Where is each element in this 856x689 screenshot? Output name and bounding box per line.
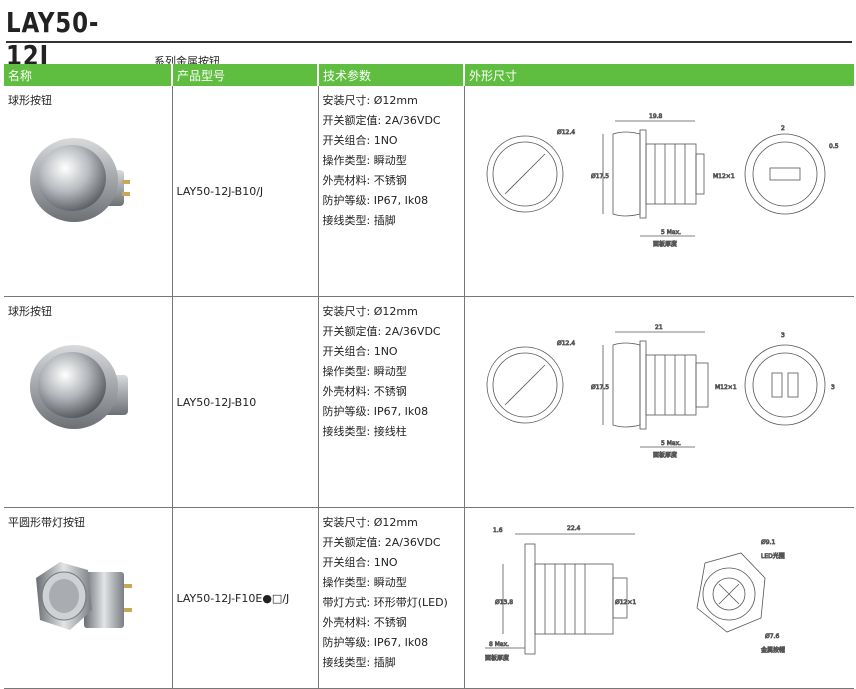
product-name-cell: 平圆形带灯按钮 [4,507,173,689]
dim-thread: Ø12×1 [615,599,636,606]
header-name: 名称 [4,64,173,86]
dim-length: 19.8 [649,113,663,120]
spec-line: 操作类型: 瞬动型 [322,576,407,589]
spec-line: 外壳材料: 不锈钢 [322,174,407,187]
spec-line: 防护等级: IP67, Ik08 [322,405,429,418]
dim-diameter: Ø12.4 [557,129,575,136]
panel-thickness: 面板厚度 [653,451,677,459]
spec-line: 接线类型: 插脚 [322,656,396,669]
dim-thread: M12×1 [715,384,737,391]
title-rule [6,41,852,43]
dim-terminal-width: 3 [781,332,785,339]
spec-line: 安装尺寸: Ø12mm [322,516,418,529]
dimension-drawing: 1.6 22.4 Ø13.8 Ø12×1 8 Max. 面板厚度 Ø9.1 LE… [484,525,785,663]
dim-flange: 1.6 [493,527,503,534]
spec-line: 防护等级: IP67, Ik08 [322,194,429,207]
spec-line: 开关额定值: 2A/36VDC [322,114,441,127]
dimension-drawing: Ø12.4 21 Ø17.5 M12×1 5 Max. 面板厚度 [486,324,835,459]
panel-thickness: 面板厚度 [485,654,509,662]
spec-line: 带灯方式: 环形带灯(LED) [322,596,448,609]
spec-line: 开关组合: 1NO [322,134,398,147]
dim-height: Ø17.5 [591,384,609,391]
dim-max: 5 Max. [661,229,681,236]
dim-length: 21 [655,324,663,331]
dim-length: 22.4 [567,525,581,532]
specs-cell: 安装尺寸: Ø12mm 开关额定值: 2A/36VDC 开关组合: 1NO 操作… [318,507,465,689]
dimension-drawing-cell: Ø12.4 21 Ø17.5 M12×1 5 Max. 面板厚度 [464,296,854,508]
dim-max: 5 Max. [661,440,681,447]
spec-line: 开关额定值: 2A/36VDC [322,325,441,338]
product-name-cell: 球形按钮 [4,296,173,508]
dim-tab: 2 [781,125,785,132]
header-dimensions: 外形尺寸 [464,64,854,86]
part-number: LAY50-12J-B10/J [172,86,319,297]
part-number: LAY50-12J-B10 [172,296,319,508]
dimension-drawing: Ø12.4 19.8 Ø17.5 M12×1 5 Max. 面板厚度 [486,113,839,248]
dim-diameter: Ø12.4 [557,340,575,347]
model-title: LAY50-12J [6,6,100,72]
spec-line: 安装尺寸: Ø12mm [322,305,418,318]
spec-line: 安装尺寸: Ø12mm [322,94,418,107]
dim-max: 8 Max. [489,641,509,648]
product-name: 球形按钮 [8,305,52,318]
spec-line: 外壳材料: 不锈钢 [322,616,407,629]
led-ring-label: LED光圈 [761,552,785,560]
spec-line: 开关组合: 1NO [322,556,398,569]
spec-line: 接线类型: 接线柱 [322,425,407,438]
spec-line: 防护等级: IP67, Ik08 [322,636,429,649]
spec-line: 外壳材料: 不锈钢 [322,385,407,398]
spec-line: 开关组合: 1NO [322,345,398,358]
dimension-drawing-cell: Ø12.4 19.8 Ø17.5 M12×1 5 Max. 面板厚度 [464,86,854,297]
illuminated-button-photo [36,562,132,630]
spec-line: 接线类型: 插脚 [322,214,396,227]
spec-line: 操作类型: 瞬动型 [322,365,407,378]
dim-height: Ø17.5 [591,173,609,180]
product-name: 球形按钮 [8,94,52,107]
table-header: 名称 产品型号 技术参数 外形尺寸 [4,64,854,86]
dim-height: Ø13.8 [495,599,513,606]
spec-line: 开关额定值: 2A/36VDC [322,536,441,549]
part-number: LAY50-12J-F10E●□/J [172,507,319,689]
table-row: 平圆形带灯按钮 LAY50-12J-F10E●□/J [4,507,854,689]
dim-terminal-height: 3 [831,384,835,391]
product-name: 平圆形带灯按钮 [8,516,85,529]
dome-button-photo [30,138,130,222]
dim-thread: M12×1 [713,173,735,180]
metal-cap-label: 金属按帽 [761,646,785,654]
product-name-cell: 球形按钮 [4,86,173,297]
dim-tab-thickness: 0.5 [829,143,839,150]
dimension-drawing-cell: 1.6 22.4 Ø13.8 Ø12×1 8 Max. 面板厚度 Ø9.1 LE… [464,507,854,689]
panel-thickness: 面板厚度 [653,240,677,248]
dim-cap-diameter: Ø7.6 [765,633,779,640]
table-row: 球形按钮 LAY50-12J-B10 安装尺寸: Ø12mm 开关额定值: 2A… [4,296,854,508]
specs-cell: 安装尺寸: Ø12mm 开关额定值: 2A/36VDC 开关组合: 1NO 操作… [318,296,465,508]
table-row: 球形按钮 LAY50 [4,86,854,297]
header-specs: 技术参数 [318,64,465,86]
spec-line: 操作类型: 瞬动型 [322,154,407,167]
product-table: 名称 产品型号 技术参数 外形尺寸 球形按钮 [4,64,854,689]
dim-led-diameter: Ø9.1 [761,539,775,546]
page-title: LAY50-12J 系列金属按钮 [6,6,220,72]
header-part-number: 产品型号 [172,64,319,86]
specs-cell: 安装尺寸: Ø12mm 开关额定值: 2A/36VDC 开关组合: 1NO 操作… [318,86,465,297]
dome-button-photo [30,345,128,429]
